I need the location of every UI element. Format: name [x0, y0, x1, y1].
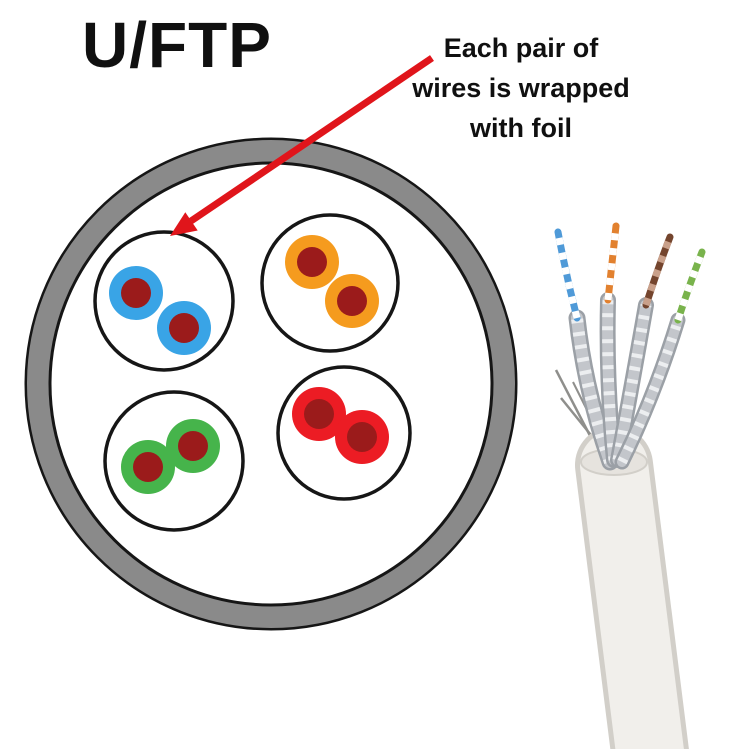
annotation-line-3: with foil	[470, 113, 572, 143]
cable-cross-section	[24, 137, 518, 631]
foil-pair-green	[103, 390, 245, 532]
wire-conductor-red-2	[347, 422, 377, 452]
twisted-pair-blue-stripe	[554, 231, 581, 319]
annotation-line-2: wires is wrapped	[412, 73, 630, 103]
arrow-head	[170, 212, 198, 236]
arrow-shaft	[189, 55, 434, 224]
foil-pair-orange	[260, 213, 400, 353]
wire-conductor-green-2	[178, 431, 208, 461]
cable-photo	[554, 222, 706, 749]
twisted-pair-tips	[554, 222, 706, 324]
annotation-text: Each pair of wires is wrapped with foil	[388, 28, 654, 148]
twisted-pair-green-stripe	[674, 250, 706, 322]
wire-conductor-green-1	[133, 452, 163, 482]
page-title: U/FTP	[82, 9, 272, 81]
foil-pair-blue	[93, 230, 235, 372]
twisted-pair-blue	[554, 228, 581, 322]
wire-conductor-orange-1	[297, 247, 327, 277]
jacket-ring	[27, 140, 515, 628]
annotation-arrow	[170, 55, 434, 236]
foil-wrap-circle-orange	[260, 213, 400, 353]
foil-strand-brown-body	[612, 299, 652, 466]
wire-conductor-orange-2	[337, 286, 367, 316]
foil-strand-green-body	[617, 315, 683, 467]
twisted-pair-brown-stripe	[642, 235, 674, 307]
foil-pair-red	[276, 365, 412, 501]
foil-strand-orange-sheen	[602, 299, 620, 461]
annotation-line-1: Each pair of	[443, 33, 599, 63]
twisted-pair-orange-stripe	[604, 225, 620, 301]
wire-conductor-blue-1	[121, 278, 151, 308]
wire-conductor-blue-2	[169, 313, 199, 343]
foil-strands	[568, 292, 686, 471]
cable-jacket	[580, 431, 684, 749]
wire-conductor-red-1	[304, 399, 334, 429]
jacket-inner-outline	[48, 161, 494, 607]
foil-strand-blue-sheen	[571, 317, 616, 464]
